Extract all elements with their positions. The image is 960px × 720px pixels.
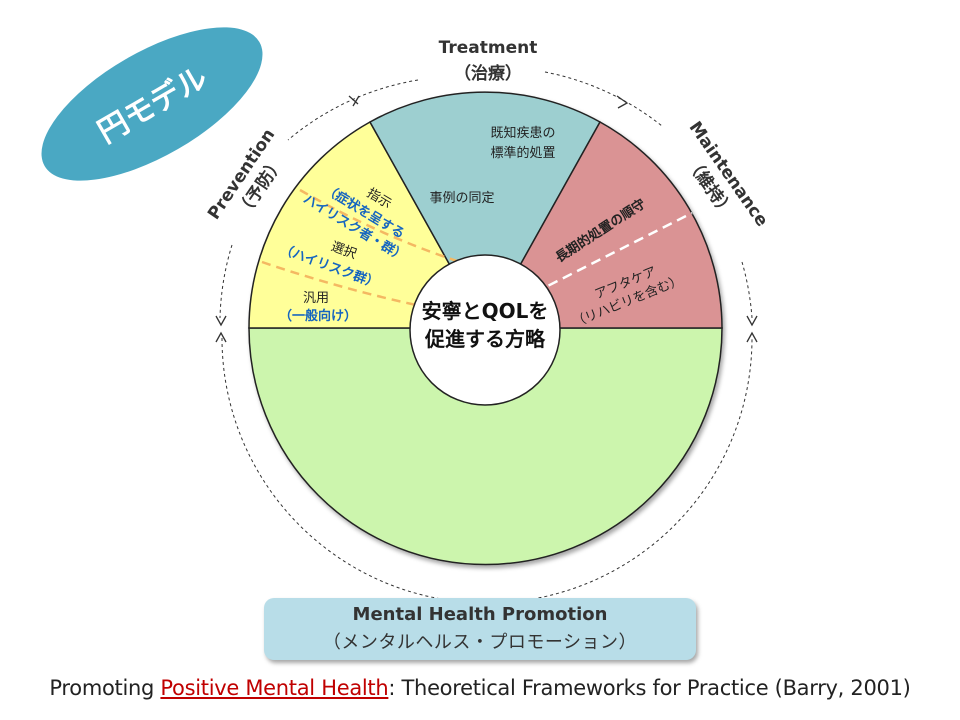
arrow-left-top-icon	[348, 95, 360, 107]
citation: Promoting Positive Mental Health: Theore…	[0, 676, 960, 700]
center-circle	[409, 254, 561, 406]
case-identification: 事例の同定	[429, 191, 494, 206]
treatment-line1: 既知疾患の	[490, 125, 555, 141]
universal-desc: （一般向け）	[279, 308, 357, 324]
arc-maintenance-lower	[741, 261, 753, 319]
arrow-left-up-icon	[215, 331, 227, 343]
arc-prevention-lower	[219, 244, 233, 319]
prevention-dividers	[261, 188, 461, 312]
promotion-box: Mental Health Promotion （メンタルヘルス・プロモーション…	[264, 598, 696, 660]
arrow-right-down-icon	[746, 315, 758, 327]
center-line1: 安寧とQOLを	[422, 299, 549, 323]
treatment-line2: 標準的処置	[490, 145, 555, 161]
arrow-right-top-icon	[616, 95, 629, 109]
arrow-right-up-icon	[746, 331, 758, 343]
promotion-subtitle: （メンタルヘルス・プロモーション）	[322, 632, 638, 653]
promotion-sector	[248, 327, 723, 566]
citation-prefix: Promoting	[49, 676, 161, 700]
promotion-title: Mental Health Promotion	[352, 604, 608, 625]
arc-treatment-left	[287, 79, 419, 141]
maintenance-divider	[519, 211, 693, 302]
treatment-title: Treatment	[439, 38, 538, 58]
arrow-left-down-icon	[215, 315, 227, 327]
arc-treatment-right	[544, 71, 663, 127]
citation-link[interactable]: Positive Mental Health	[160, 676, 389, 700]
treatment-sector	[368, 91, 602, 330]
cycle-arrows	[215, 95, 758, 343]
badge-shape	[41, 27, 263, 181]
universal-label: 汎用	[303, 291, 329, 306]
center-line2: 促進する方略	[424, 327, 546, 351]
maintenance-sector	[483, 120, 723, 329]
citation-suffix: : Theoretical Frameworks for Practice (B…	[388, 676, 911, 700]
treatment-sub: （治療）	[454, 63, 522, 84]
title-badge: 円モデル	[41, 27, 263, 181]
